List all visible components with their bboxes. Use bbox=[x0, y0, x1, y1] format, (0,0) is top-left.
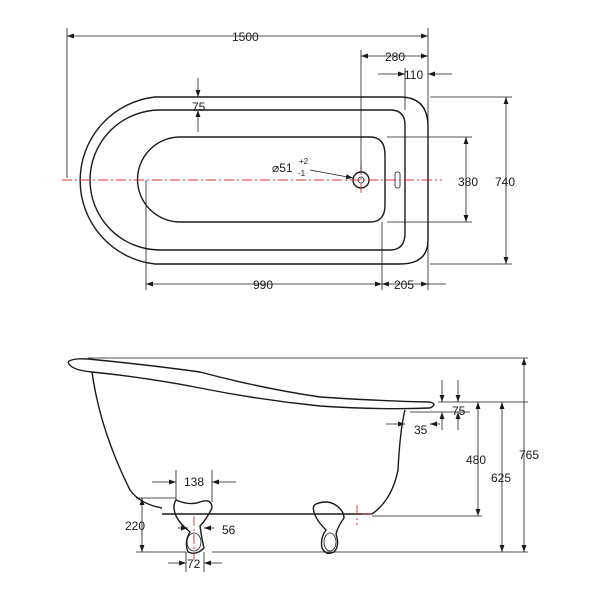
top-view: 1500 280 110 75 ⌀51 +2 -1 380 740 990 20… bbox=[62, 28, 515, 292]
dim-380-label: 380 bbox=[458, 175, 478, 189]
right-claw-foot bbox=[312, 501, 345, 555]
dim-220-label: 220 bbox=[125, 519, 145, 533]
dim-138-label: 138 bbox=[184, 475, 204, 489]
dim-280-label: 280 bbox=[385, 50, 405, 64]
side-rim-under bbox=[67, 361, 431, 410]
dim-1500-label: 1500 bbox=[232, 30, 259, 44]
top-outer-outline bbox=[79, 96, 429, 265]
top-basin-outline bbox=[136, 136, 386, 223]
side-body-curve bbox=[91, 371, 163, 509]
right-foot-ball bbox=[323, 532, 337, 552]
left-claw-foot bbox=[173, 499, 213, 555]
dim-625-label: 625 bbox=[491, 471, 511, 485]
dim-56-label: 56 bbox=[222, 523, 236, 537]
dim-740-label: 740 bbox=[495, 175, 515, 189]
left-foot-ball bbox=[186, 532, 202, 552]
leader-waste bbox=[309, 169, 354, 180]
dim-110-label: 110 bbox=[404, 68, 423, 82]
top-rim-inner bbox=[89, 109, 406, 251]
dim-765-label: 765 bbox=[519, 448, 539, 462]
dim-waste-tolerance-minus: -1 bbox=[298, 169, 306, 178]
dim-990-label: 990 bbox=[253, 278, 273, 292]
dim-205-label: 205 bbox=[394, 278, 414, 292]
dim-35-label: 35 bbox=[414, 423, 428, 437]
dim-72-label: 72 bbox=[187, 557, 201, 571]
dim-480-label: 480 bbox=[466, 453, 486, 467]
side-body-right bbox=[371, 409, 406, 515]
dim-waste-tolerance-plus: +2 bbox=[299, 157, 309, 166]
dim-waste-diameter-label: ⌀51 bbox=[272, 161, 293, 175]
side-rim-top bbox=[67, 358, 435, 409]
side-view: 75 35 480 625 765 138 220 56 72 bbox=[67, 357, 539, 572]
dim-side-75-label: 75 bbox=[452, 404, 466, 418]
dim-75-label: 75 bbox=[192, 100, 206, 114]
